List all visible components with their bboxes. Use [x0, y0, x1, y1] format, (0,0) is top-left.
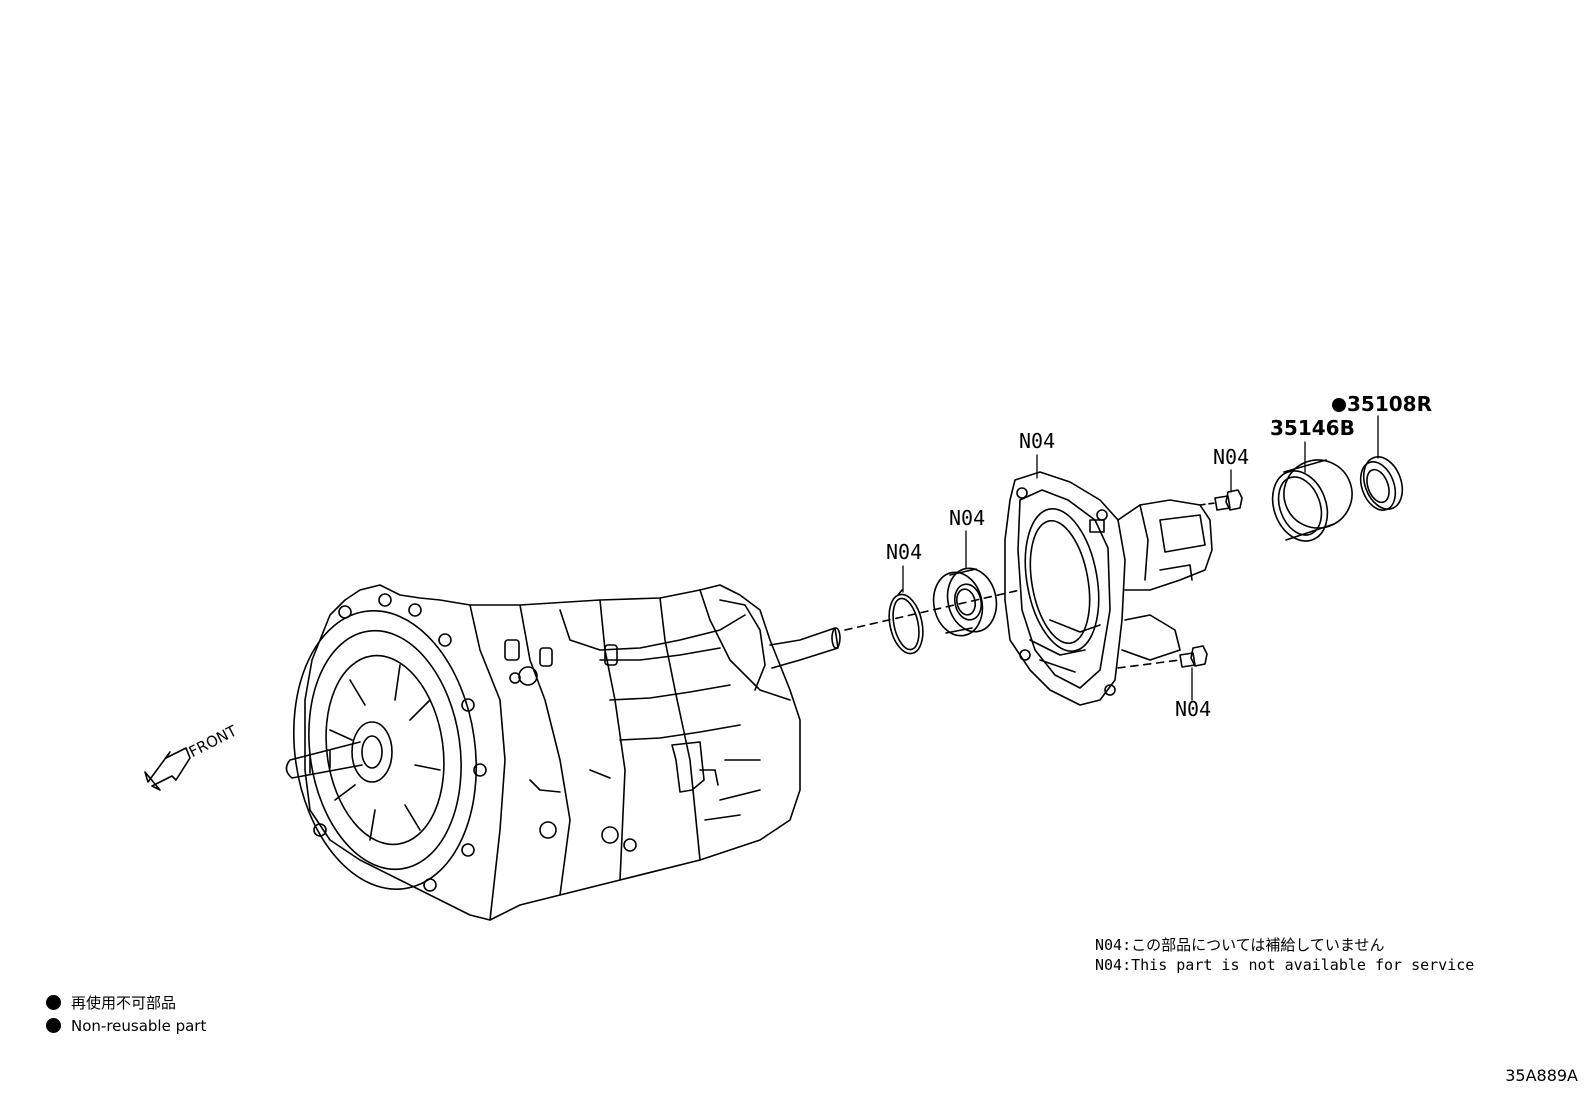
bearing: [932, 567, 998, 637]
legend-en-text: Non-reusable part: [71, 1017, 207, 1035]
leader-lines: [902, 415, 1379, 701]
legend-jp: 再使用不可部品: [46, 992, 176, 1013]
extension-housing: [1004, 471, 1213, 706]
bolt-upper-guide: [1199, 502, 1216, 506]
bolt-upper-callout: N04: [1213, 445, 1250, 469]
legend-en: Non-reusable part: [46, 1017, 206, 1035]
sleeve-callout: 35146B: [1270, 416, 1355, 440]
sleeve: [1271, 459, 1353, 542]
assembly-centerline: [844, 589, 1021, 631]
snap-ring-callout: N04: [886, 540, 923, 564]
snap-ring: [888, 589, 924, 655]
seal-callout: 35108R: [1332, 392, 1432, 416]
bolt-lower: [1179, 645, 1208, 668]
housing-callout: N04: [1019, 429, 1056, 453]
legend-jp-text: 再使用不可部品: [71, 994, 177, 1012]
seal-callout-text: 35108R: [1347, 392, 1432, 416]
diagram-code: 35A889A: [1505, 1066, 1578, 1085]
note-jp: N04:この部品については補給していません: [1095, 936, 1385, 954]
transmission-assembly: [285, 584, 841, 921]
non-reusable-marker-icon: [1332, 398, 1346, 412]
note-en: N04:This part is not available for servi…: [1095, 956, 1475, 974]
filled-circle-icon: [46, 995, 61, 1010]
oil-seal: [1359, 456, 1404, 511]
bolt-lower-callout: N04: [1175, 697, 1212, 721]
front-arrow-icon: [144, 747, 191, 791]
bearing-callout: N04: [949, 506, 986, 530]
bolt-lower-guide: [1117, 659, 1181, 669]
filled-circle-icon: [46, 1018, 61, 1033]
bolt-upper: [1214, 489, 1243, 511]
